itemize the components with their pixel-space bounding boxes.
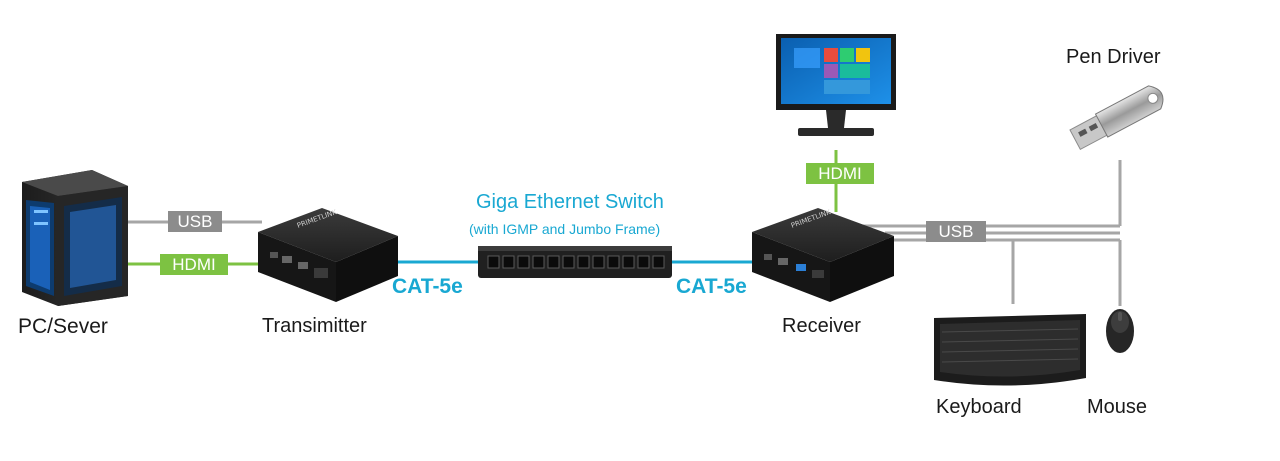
- keyboard-label: Keyboard: [936, 396, 1022, 418]
- transmitter-label: Transimitter: [262, 315, 367, 337]
- cat5e-label-right: CAT-5e: [676, 275, 747, 298]
- switch-title: Giga Ethernet Switch: [476, 191, 664, 213]
- usb-tag-right: USB: [926, 221, 986, 242]
- cat5e-label-left: CAT-5e: [392, 275, 463, 298]
- monitor-icon: [776, 34, 896, 136]
- pen-driver-label: Pen Driver: [1066, 46, 1161, 68]
- mouse-icon: [1106, 309, 1134, 353]
- receiver-device-icon: PRIMETLINK: [752, 208, 894, 302]
- hdmi-tag-monitor: HDMI: [806, 163, 874, 184]
- switch-ports: [487, 255, 665, 269]
- keyboard-icon: [934, 314, 1086, 386]
- hdmi-tag-left: HDMI: [160, 254, 228, 275]
- pc-tower-icon: [22, 170, 128, 306]
- receiver-label: Receiver: [782, 315, 861, 337]
- pen-drive-icon: [1069, 85, 1164, 151]
- usb-tag-left: USB: [168, 211, 222, 232]
- transmitter-device-icon: PRIMETLINK: [258, 208, 398, 302]
- mouse-label: Mouse: [1087, 396, 1148, 418]
- pc-label: PC/Sever: [18, 315, 108, 338]
- ethernet-switch-icon: [478, 246, 672, 278]
- switch-subtitle: (with IGMP and Jumbo Frame): [469, 221, 661, 237]
